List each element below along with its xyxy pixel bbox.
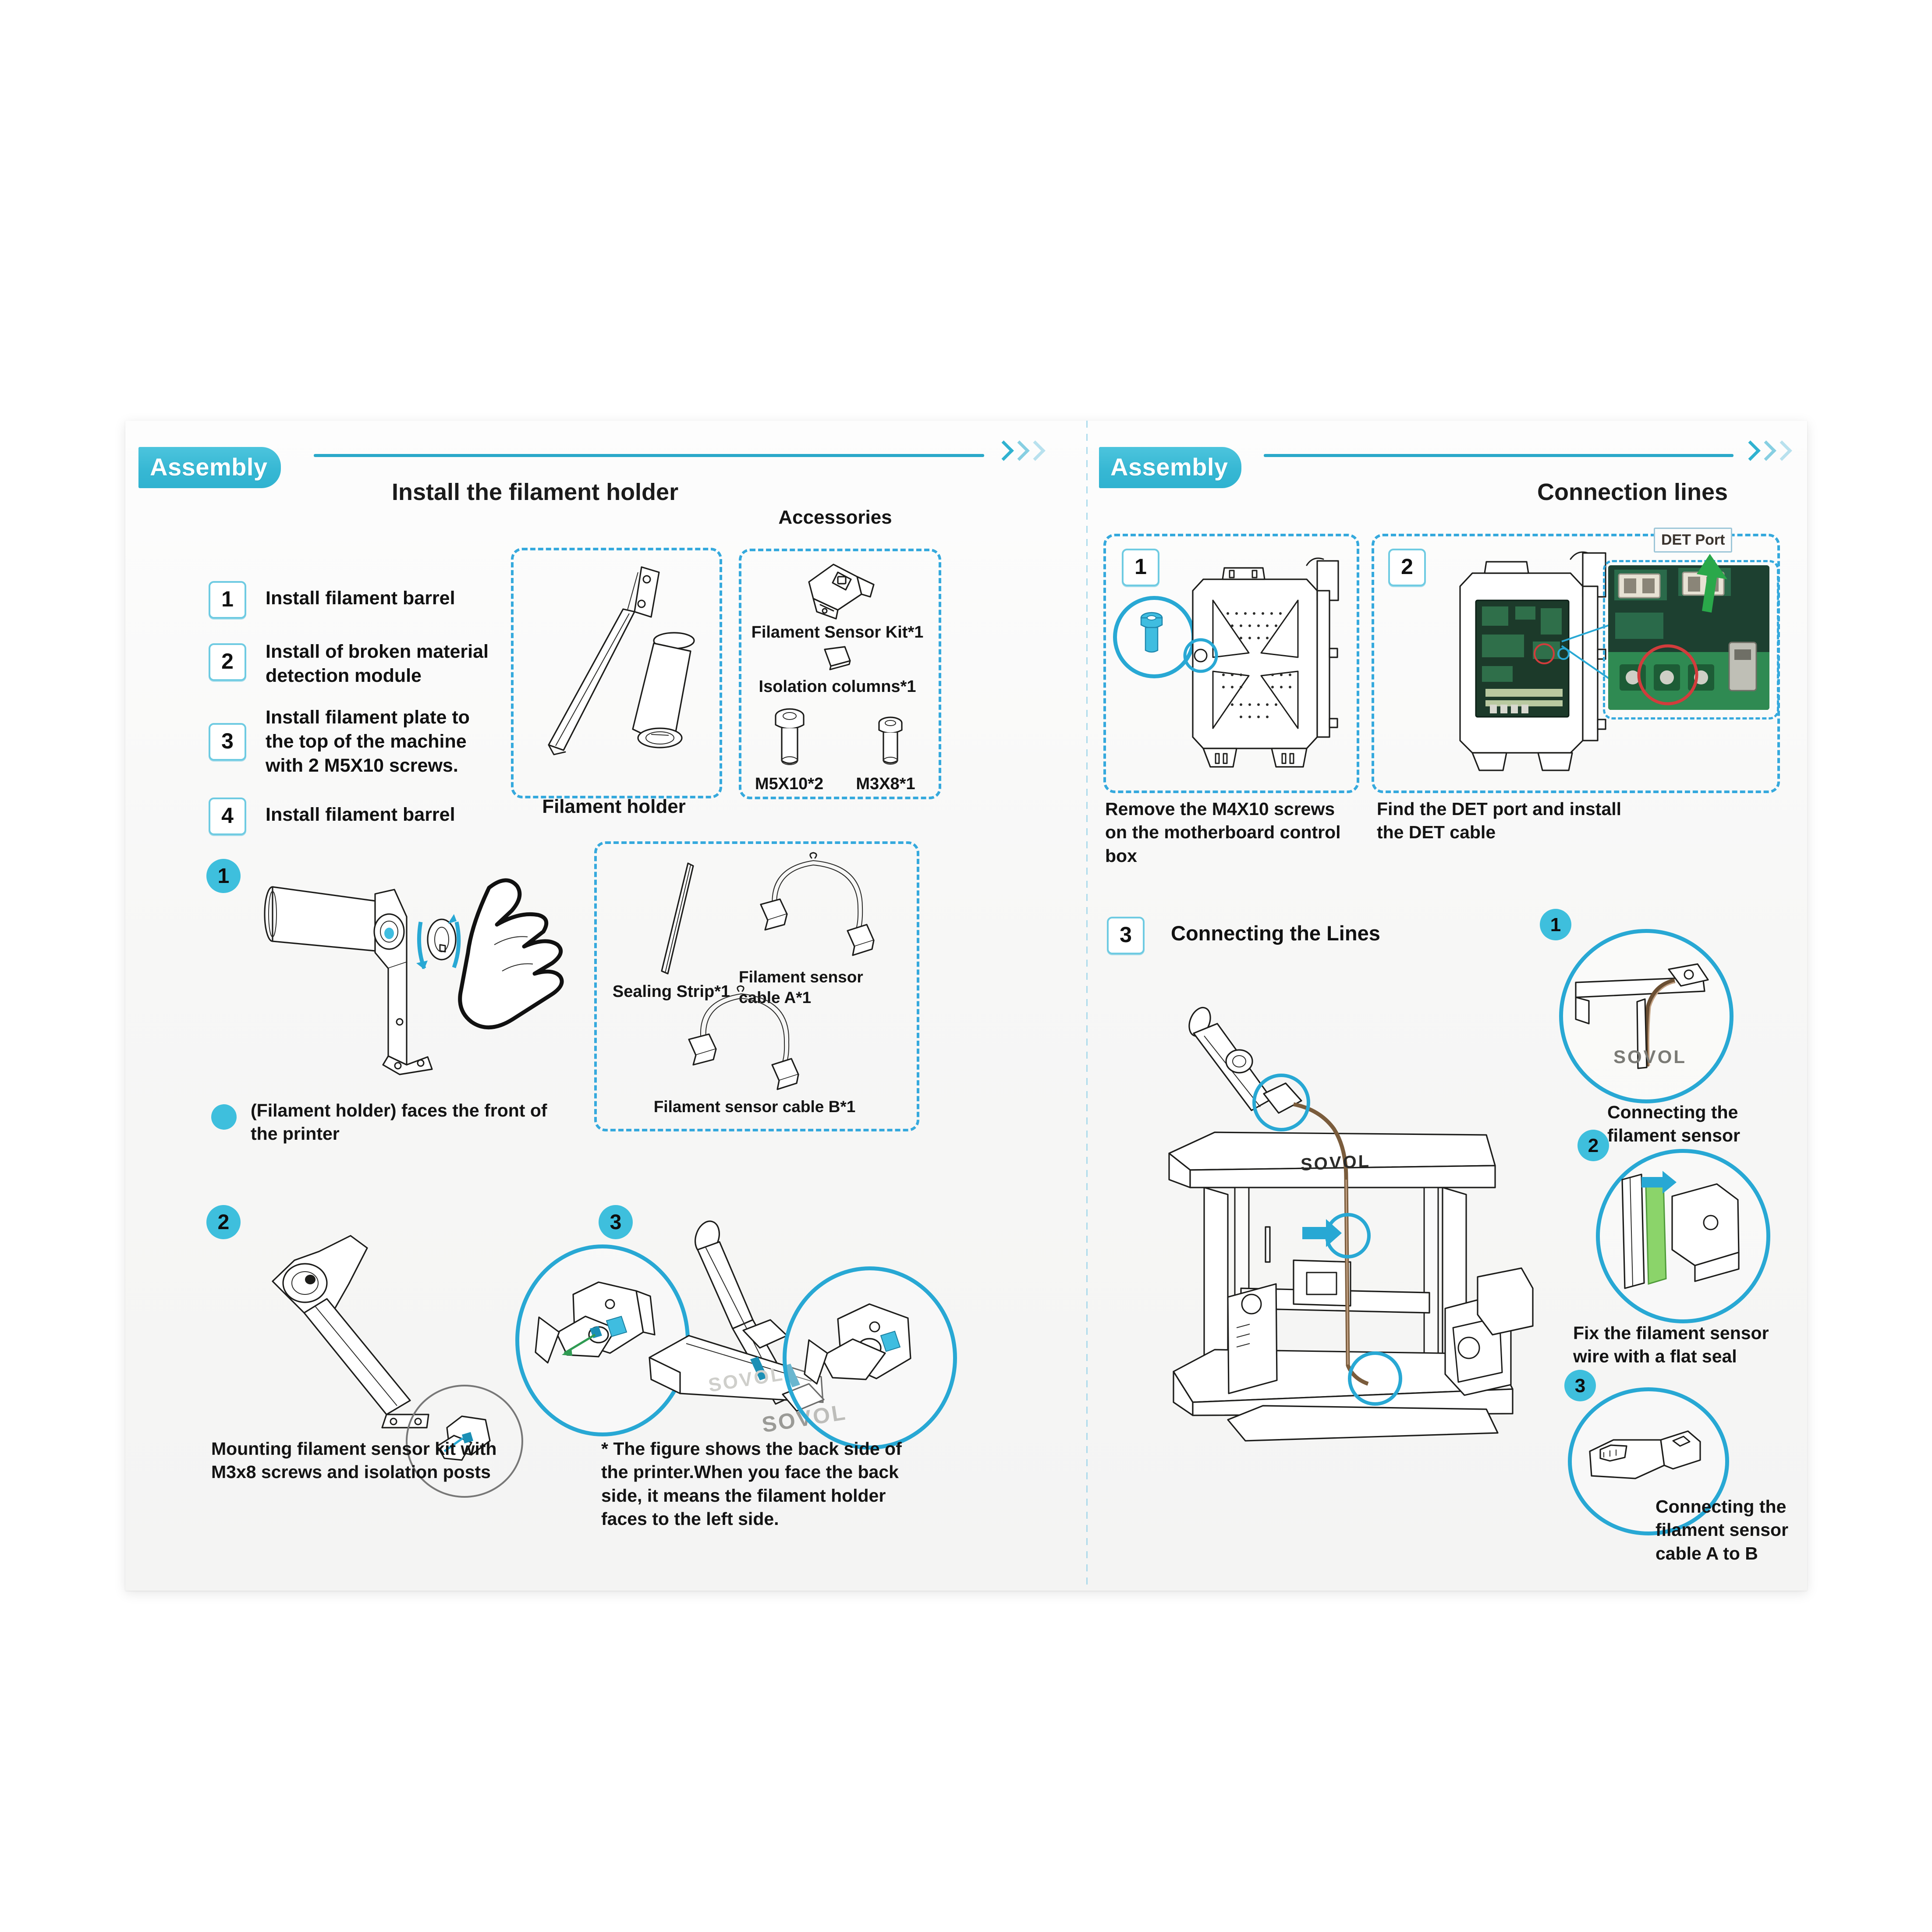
chevron-group xyxy=(993,442,1040,467)
accessory-label-isolation-columns: Isolation columns*1 xyxy=(759,677,916,696)
chevron-right-icon xyxy=(1758,442,1771,467)
accessories-title: Accessories xyxy=(778,507,892,528)
filament-sensor-cable-a-icon xyxy=(748,850,892,964)
callout-2-content xyxy=(1607,1171,1752,1294)
figure-number-3: 3 xyxy=(599,1205,633,1239)
cable-label-a: Filament sensor cable A*1 xyxy=(739,968,863,1007)
step-text-1: Install filament barrel xyxy=(266,588,455,609)
det-port-label: DET Port xyxy=(1654,528,1733,553)
page-fold-crease xyxy=(1086,421,1088,1591)
cables-box xyxy=(594,841,919,1131)
accessory-label-filament-sensor-kit: Filament Sensor Kit*1 xyxy=(751,623,924,642)
figure-3-zoom-content xyxy=(804,1293,935,1415)
accessories-box xyxy=(739,549,941,799)
right-page: Assembly Connection lines 1 xyxy=(1088,421,1807,1591)
figure-1-caption: (Filament holder) faces the front of the… xyxy=(251,1100,547,1144)
figure-3-caption: * The figure shows the back side of the … xyxy=(601,1439,902,1529)
det-port-zoom-border xyxy=(1603,560,1779,720)
accessory-label-m5x10: M5X10*2 xyxy=(755,775,824,793)
connect-step-title: Connecting the Lines xyxy=(1171,922,1380,945)
step-text-3: Install filament plate to the top of the… xyxy=(266,707,470,776)
chevron-right-icon xyxy=(1742,442,1755,467)
figure-2-caption: Mounting filament sensor kit with M3x8 s… xyxy=(211,1439,497,1482)
right-section-title: Connection lines xyxy=(1537,479,1728,505)
left-page-header: Assembly Install the filament holder xyxy=(138,447,1059,505)
control-box-figure-box xyxy=(1103,534,1359,793)
motherboard-open-illustration xyxy=(1434,544,1635,781)
right-figure-number-1: 1 xyxy=(1122,549,1159,586)
left-section-title: Install the filament holder xyxy=(392,479,679,505)
chevron-right-icon xyxy=(1011,442,1024,467)
callout-number-1: 1 xyxy=(1540,909,1571,940)
assembly-tab-label: Assembly xyxy=(138,447,281,488)
det-port-arrow-icon xyxy=(1687,552,1740,613)
bullet-dot-icon xyxy=(211,1104,237,1130)
chevron-group xyxy=(1740,442,1787,467)
cable-label-b: Filament sensor cable B*1 xyxy=(653,1098,856,1116)
filament-sensor-cable-b-icon xyxy=(673,982,822,1095)
step-number-1: 1 xyxy=(209,581,246,619)
right-figure-1-caption: Remove the M4X10 screws on the motherboa… xyxy=(1105,799,1341,866)
det-port-zoom-panel xyxy=(1608,565,1769,710)
figure-2-zoom-content xyxy=(533,1271,669,1402)
printer-sovol-logo: SOVOL xyxy=(1301,1151,1371,1175)
motherboard-control-box-illustration xyxy=(1175,548,1351,780)
callout-number-3: 3 xyxy=(1564,1370,1596,1401)
step-text-4: Install filament barrel xyxy=(266,804,455,825)
chevron-right-icon xyxy=(1027,442,1040,467)
header-rule xyxy=(314,454,984,457)
accessory-label-m3x8: M3X8*1 xyxy=(856,775,915,793)
left-page: Assembly Install the filament holder 1 I… xyxy=(125,421,1086,1591)
callout-1-content xyxy=(1571,954,1716,1072)
filament-holder-label: Filament holder xyxy=(542,796,686,817)
header-rule xyxy=(1264,454,1733,457)
callout-number-2: 2 xyxy=(1578,1130,1609,1161)
filament-holder-parts-box xyxy=(511,548,722,798)
filament-holder-illustration xyxy=(520,552,708,762)
step-text-2: Install of broken material detection mod… xyxy=(266,641,489,687)
cable-label-sealing-strip: Sealing Strip*1 xyxy=(612,982,730,1001)
sealing-strip-icon xyxy=(656,859,704,982)
isolation-column-icon xyxy=(818,644,857,675)
step-number-3: 3 xyxy=(209,723,246,761)
filament-sensor-kit-icon xyxy=(796,557,888,622)
figure-2-small-callout-content xyxy=(420,1400,507,1479)
figure-2-small-callout xyxy=(406,1385,523,1498)
m4x10-screw-icon xyxy=(1135,609,1168,657)
right-figure-number-2: 2 xyxy=(1388,549,1426,586)
callout-3-caption: Connecting the filament sensor cable A t… xyxy=(1655,1496,1789,1563)
step-number-4: 4 xyxy=(209,798,246,835)
connect-step-number: 3 xyxy=(1107,917,1145,954)
callout-3-content xyxy=(1583,1414,1714,1502)
chevron-right-icon xyxy=(996,442,1009,467)
callout-1-logo: SOVOL xyxy=(1613,1046,1687,1067)
step-number-2: 2 xyxy=(209,643,246,681)
callout-2-caption: Fix the filament sensor wire with a flat… xyxy=(1573,1323,1769,1367)
figure-number-2: 2 xyxy=(206,1205,241,1239)
assembly-tab-label: Assembly xyxy=(1099,447,1241,488)
right-figure-2-caption: Find the DET port and install the DET ca… xyxy=(1377,799,1622,843)
figure-1-illustration xyxy=(244,859,629,1104)
callout-1-caption: Connecting the filament sensor xyxy=(1607,1102,1741,1146)
manual-spread: Assembly Install the filament holder 1 I… xyxy=(125,421,1807,1591)
m5x10-screw-icon xyxy=(766,705,814,771)
chevron-right-icon xyxy=(1774,442,1787,467)
right-page-header: Assembly Connection lines xyxy=(1099,447,1787,505)
m3x8-screw-icon xyxy=(870,713,911,771)
printer-illustration xyxy=(1162,982,1600,1472)
figure-number-1: 1 xyxy=(206,859,241,893)
